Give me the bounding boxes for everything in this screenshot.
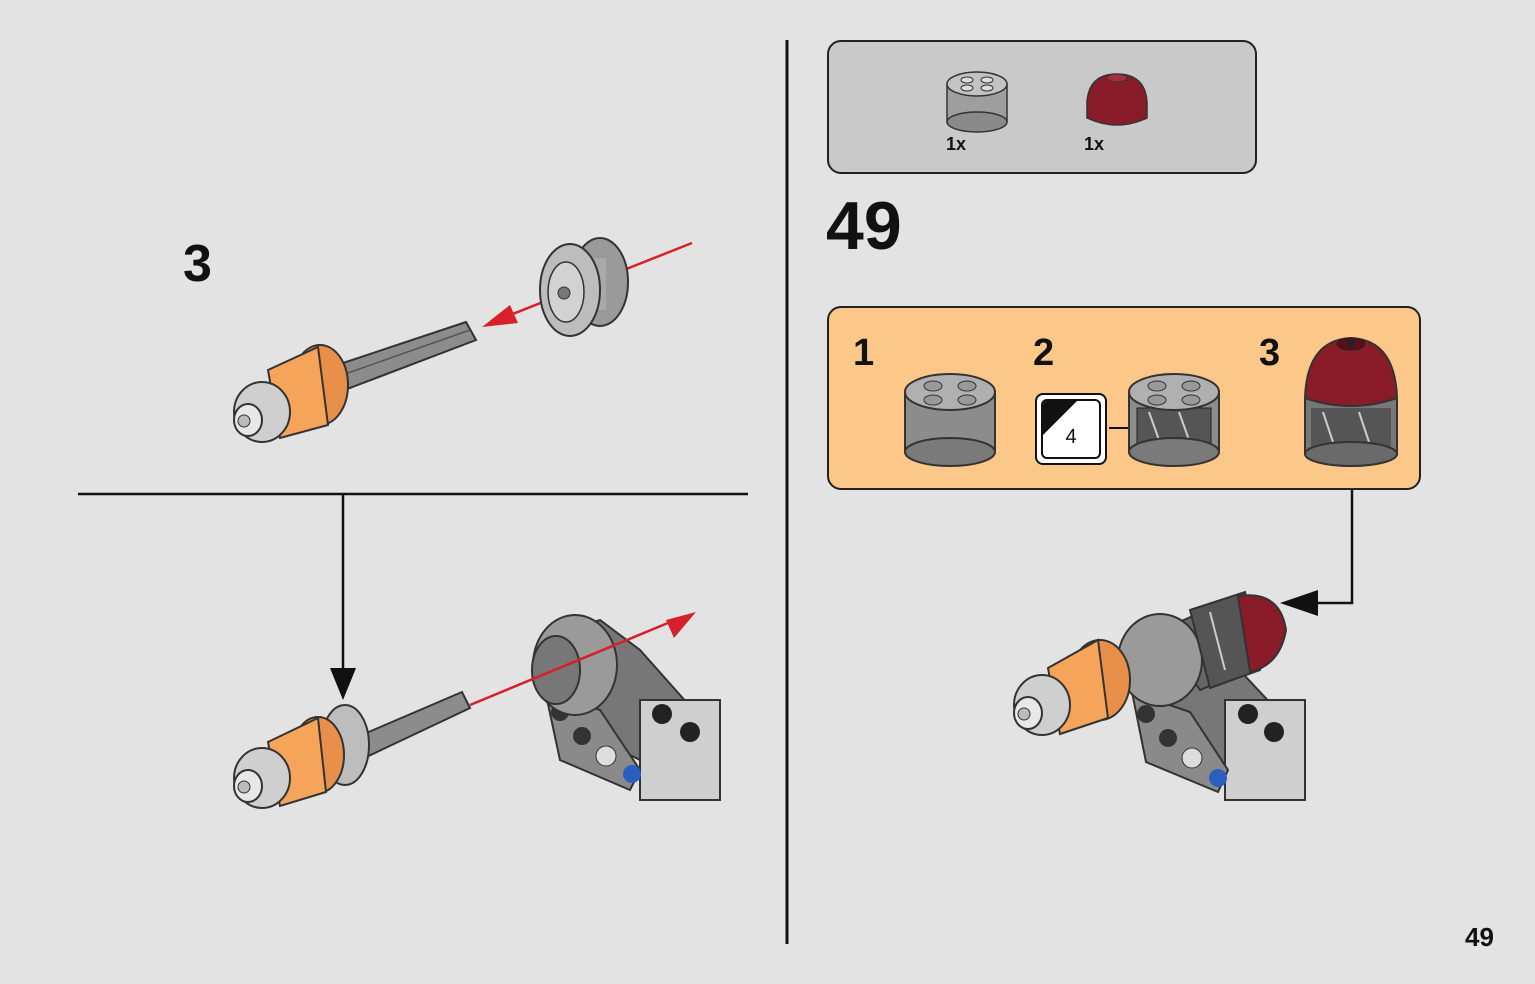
sticker-icon	[1043, 401, 1077, 435]
substep-2-label: 2	[1033, 332, 1055, 374]
part-qty-2: 1x	[1084, 134, 1105, 154]
subassembly-icons	[904, 336, 1399, 467]
parts-list-icons	[946, 71, 1148, 133]
gray-round-brick-icon	[946, 71, 1008, 133]
substep-1-label: 1	[853, 332, 875, 374]
sticker-callout: 4	[1035, 393, 1107, 465]
sticker-number: 4	[1065, 426, 1077, 448]
part-qty-1: 1x	[946, 134, 967, 154]
left-step-label: 3	[183, 235, 212, 293]
subassembly-box: 1 2 3	[827, 306, 1421, 490]
stickered-brick-icon	[1128, 373, 1220, 467]
round-brick-icon	[904, 373, 996, 467]
page-number: 49	[1465, 922, 1494, 952]
substep-3-label: 3	[1259, 332, 1281, 374]
dark-red-dome-icon	[1086, 73, 1148, 126]
parts-list-box: 1x 1x	[827, 40, 1257, 174]
step-number: 49	[826, 188, 902, 264]
domed-brick-icon	[1303, 336, 1399, 467]
